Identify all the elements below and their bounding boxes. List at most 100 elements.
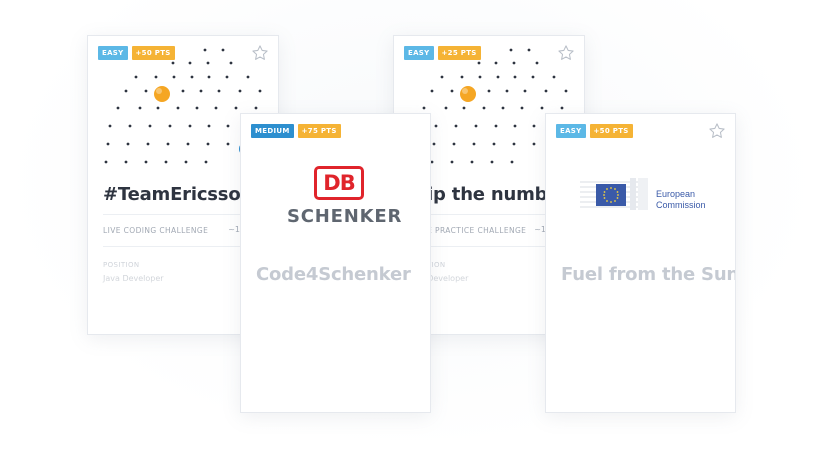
pattern-dot — [168, 124, 172, 128]
challenge-card-fuel-from-the-sun[interactable]: EASY +50 PTS European Commission — [545, 113, 736, 413]
challenge-title: Flip the number — [409, 184, 569, 205]
pattern-dot — [144, 160, 148, 164]
orange-ball-highlight — [156, 88, 162, 94]
pattern-dot — [258, 89, 262, 93]
pattern-dot — [454, 124, 458, 128]
pattern-dot — [510, 160, 514, 164]
pattern-dot — [520, 106, 524, 110]
pattern-dot — [166, 142, 170, 146]
challenge-title: Code4Schenker — [256, 264, 411, 285]
card-fade — [241, 292, 430, 412]
european-commission-logo — [580, 178, 648, 210]
pattern-dot — [184, 160, 188, 164]
pattern-dot — [494, 124, 498, 128]
pattern-dot — [513, 75, 517, 79]
pattern-dot — [532, 124, 536, 128]
card-badges: EASY +50 PTS — [98, 46, 175, 60]
pattern-dot — [501, 106, 505, 110]
pattern-dot — [172, 75, 176, 79]
pattern-dot — [207, 75, 211, 79]
card-fade — [546, 292, 735, 412]
pattern-dot — [505, 89, 509, 93]
pattern-dot — [432, 142, 436, 146]
pattern-dot — [512, 142, 516, 146]
points-badge: +75 PTS — [297, 124, 341, 138]
pattern-dot — [206, 61, 210, 65]
position-value: Java Developer — [103, 274, 164, 283]
challenge-title: #TeamEricsson — [103, 184, 254, 205]
pattern-dot — [460, 75, 464, 79]
pattern-dot — [470, 160, 474, 164]
pattern-dot — [195, 106, 199, 110]
difficulty-badge: MEDIUM — [251, 124, 294, 138]
divider — [409, 246, 569, 247]
star-outline-icon[interactable] — [557, 44, 575, 62]
pattern-dot — [422, 106, 426, 110]
challenge-type-suffix: ~1 — [534, 225, 546, 234]
pattern-dot — [490, 160, 494, 164]
pattern-dot — [560, 106, 564, 110]
position-label: POSITION — [103, 261, 140, 269]
logo-line-1: European — [656, 189, 696, 199]
difficulty-badge: EASY — [404, 46, 434, 60]
pattern-dot — [444, 106, 448, 110]
challenge-type: CODE PRACTICE CHALLENGE — [409, 226, 527, 235]
pattern-dot — [246, 75, 250, 79]
points-badge: +50 PTS — [131, 46, 175, 60]
pattern-dot — [176, 106, 180, 110]
pattern-dot — [221, 48, 225, 52]
card-badges: EASY +50 PTS — [556, 124, 633, 138]
pattern-dot — [188, 124, 192, 128]
pattern-dot — [138, 106, 142, 110]
schenker-logo-text: SCHENKER — [287, 206, 403, 227]
pattern-dot — [450, 89, 454, 93]
pattern-dot — [190, 75, 194, 79]
pattern-dot — [430, 160, 434, 164]
pattern-dot — [154, 75, 158, 79]
difficulty-badge: EASY — [98, 46, 128, 60]
pattern-dot — [146, 142, 150, 146]
pattern-dot — [234, 106, 238, 110]
points-badge: +50 PTS — [589, 124, 633, 138]
card-badges: MEDIUM +75 PTS — [251, 124, 341, 138]
pattern-dot — [492, 142, 496, 146]
pattern-dot — [531, 75, 535, 79]
pattern-dot — [440, 75, 444, 79]
pattern-dot — [494, 61, 498, 65]
pattern-dot — [523, 89, 527, 93]
pattern-dot — [513, 124, 517, 128]
pattern-dot — [124, 160, 128, 164]
pattern-dot — [108, 124, 112, 128]
pattern-dot — [217, 89, 221, 93]
star-outline-icon[interactable] — [708, 122, 726, 140]
divider — [103, 214, 263, 215]
challenge-type-suffix: ~1 — [228, 225, 240, 234]
pattern-dot — [106, 142, 110, 146]
star-outline-icon[interactable] — [251, 44, 269, 62]
divider — [103, 246, 263, 247]
orange-ball-highlight — [462, 88, 468, 94]
pattern-dot — [474, 124, 478, 128]
pattern-dot — [214, 106, 218, 110]
divider — [409, 214, 569, 215]
pattern-dot — [199, 89, 203, 93]
pattern-dot — [156, 106, 160, 110]
pattern-dot — [206, 142, 210, 146]
pattern-dot — [181, 89, 185, 93]
pattern-dot — [188, 61, 192, 65]
challenge-card-code4schenker[interactable]: MEDIUM +75 PTS DB SCHENKER Code4Schenker — [240, 113, 431, 413]
pattern-dot — [472, 142, 476, 146]
pattern-dot — [544, 89, 548, 93]
pattern-dot — [144, 89, 148, 93]
pattern-dot — [452, 142, 456, 146]
pattern-dot — [434, 124, 438, 128]
logo-line-2: Commission — [656, 200, 706, 210]
pattern-dot — [148, 124, 152, 128]
pattern-dot — [477, 61, 481, 65]
orange-ball — [154, 86, 170, 102]
pattern-dot — [512, 61, 516, 65]
pattern-dot — [104, 160, 108, 164]
pattern-dot — [478, 75, 482, 79]
pattern-dot — [532, 142, 536, 146]
